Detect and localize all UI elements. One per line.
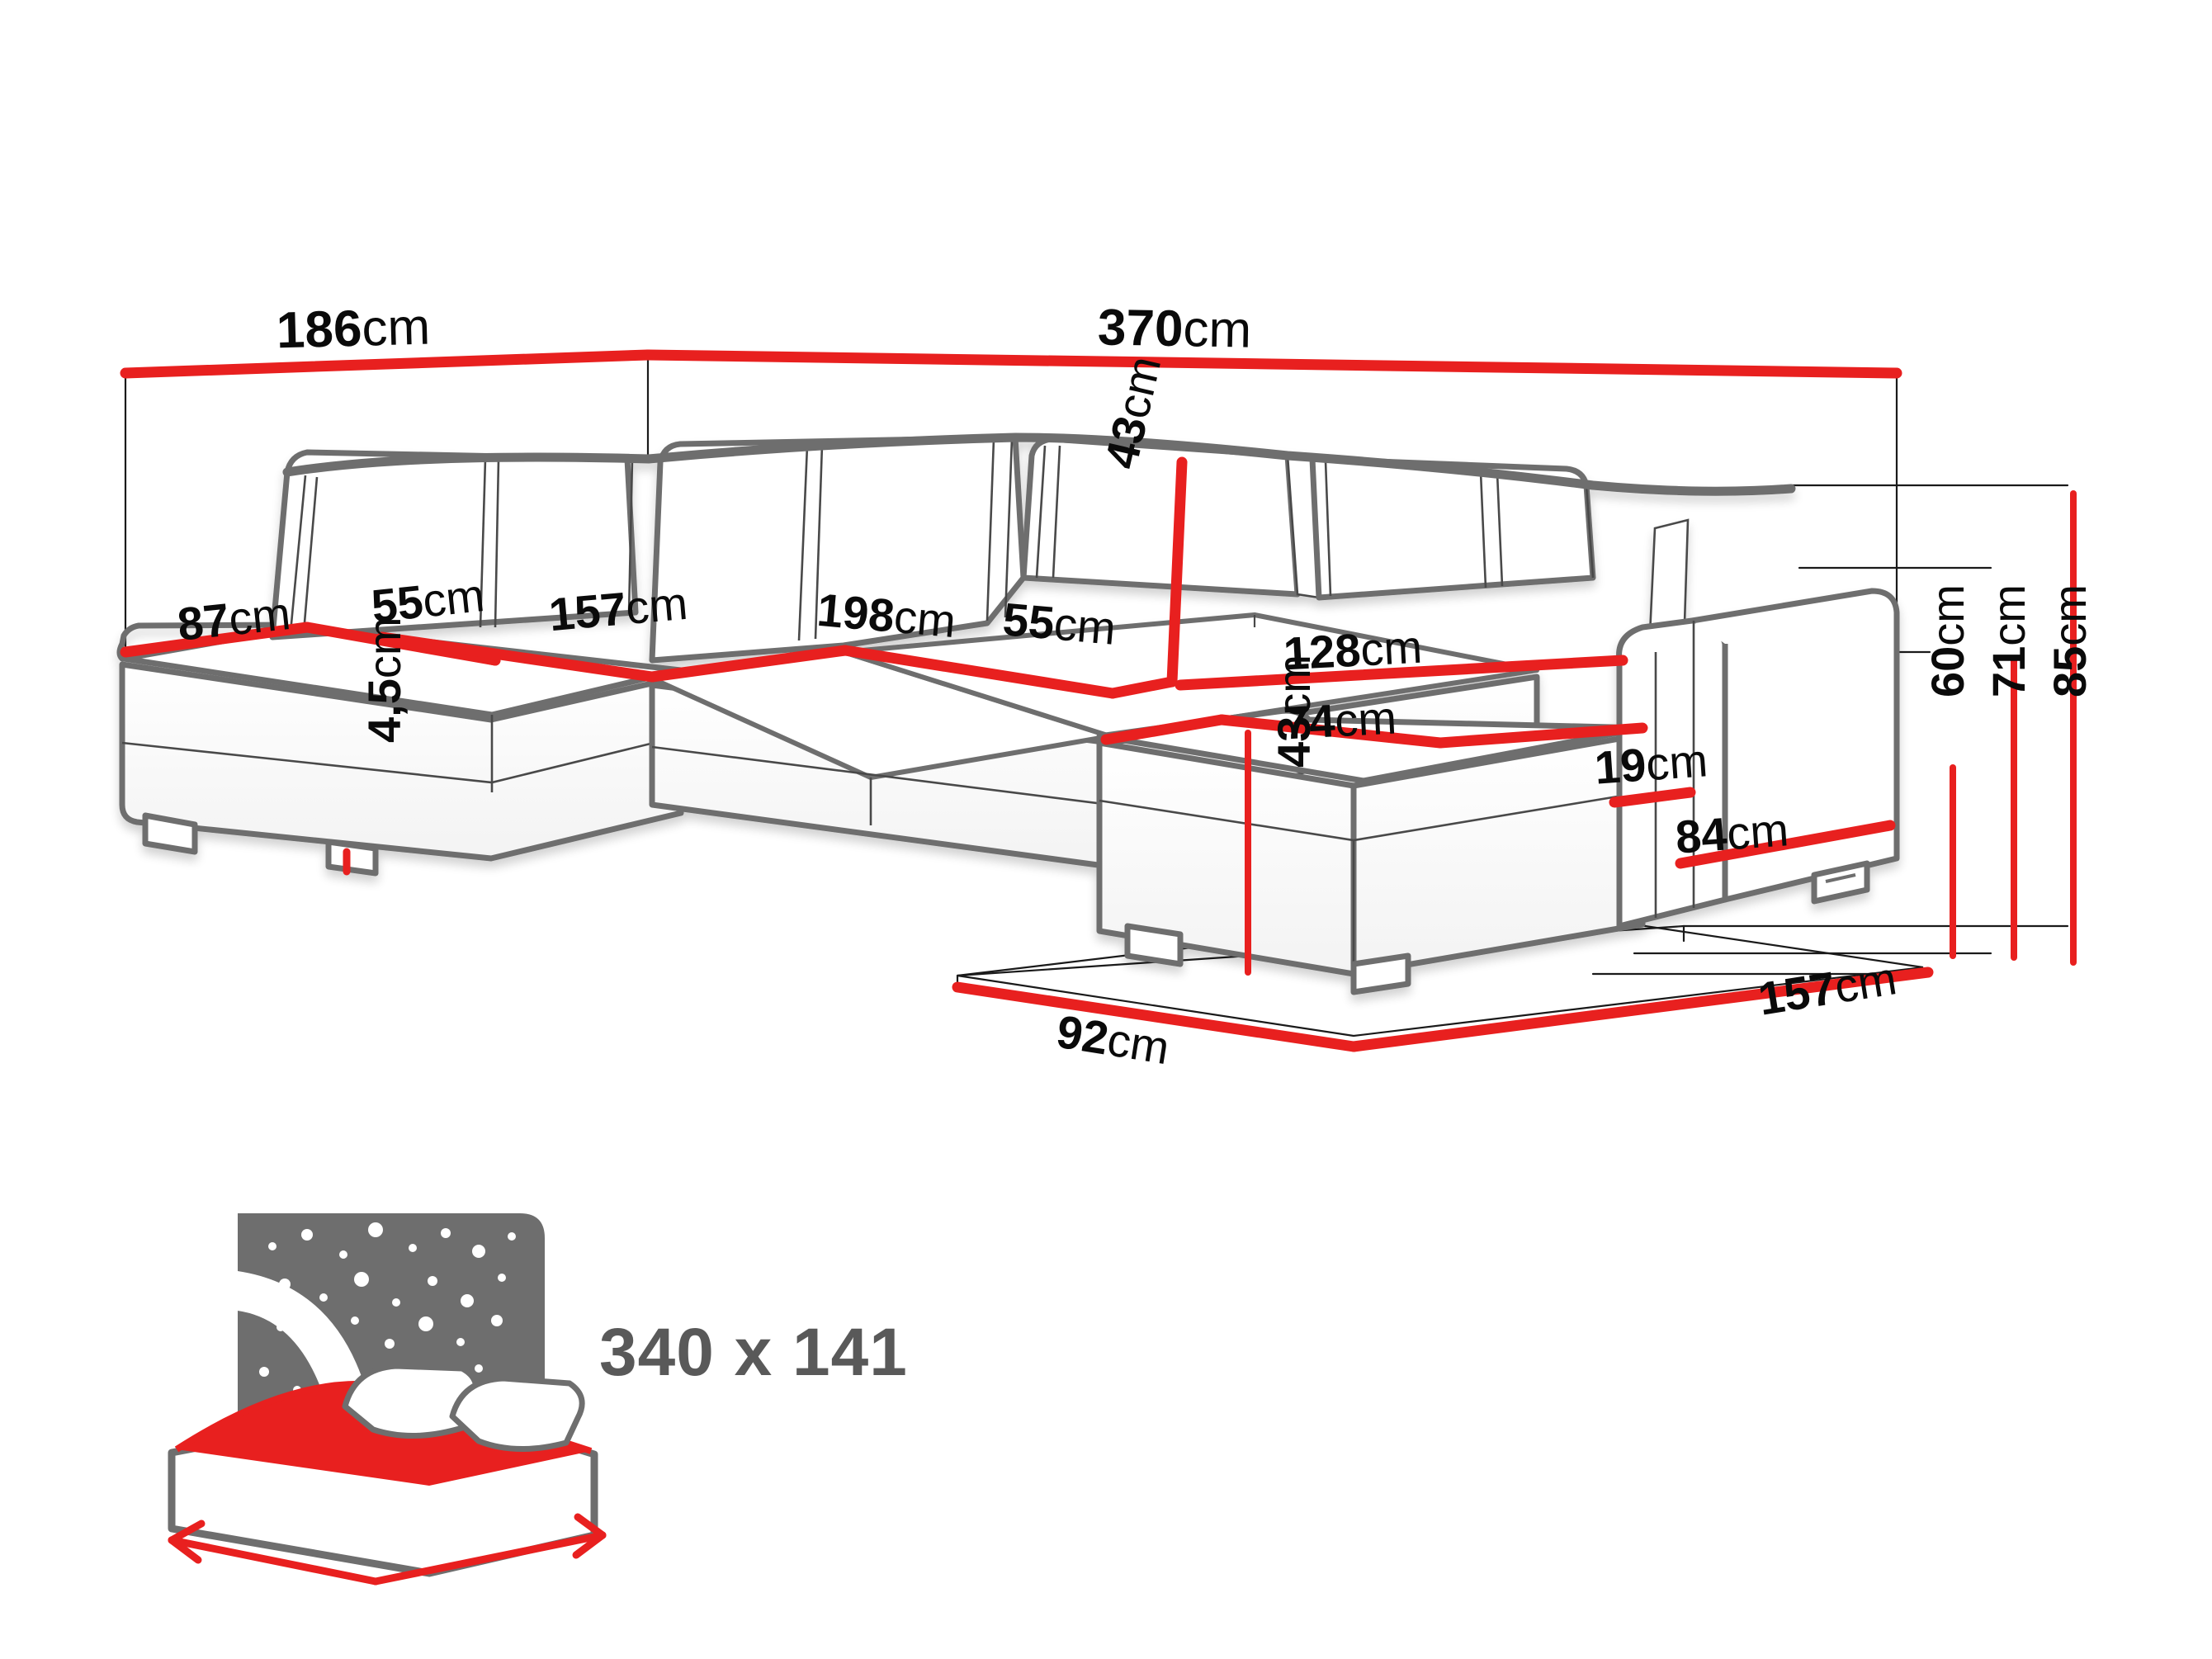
right-chaise-module <box>1096 707 1647 995</box>
sleep-size-caption: 340 x 141 <box>599 1315 908 1390</box>
dimension-lines-vertical <box>1245 490 2077 976</box>
left-chaise-module <box>116 622 684 877</box>
right-armrest <box>1616 588 1900 929</box>
sofa-body <box>116 432 1900 995</box>
right-backrest-cushions <box>282 432 1796 664</box>
bed-illustration <box>168 1363 607 1586</box>
dimension-lines <box>120 349 1934 1052</box>
